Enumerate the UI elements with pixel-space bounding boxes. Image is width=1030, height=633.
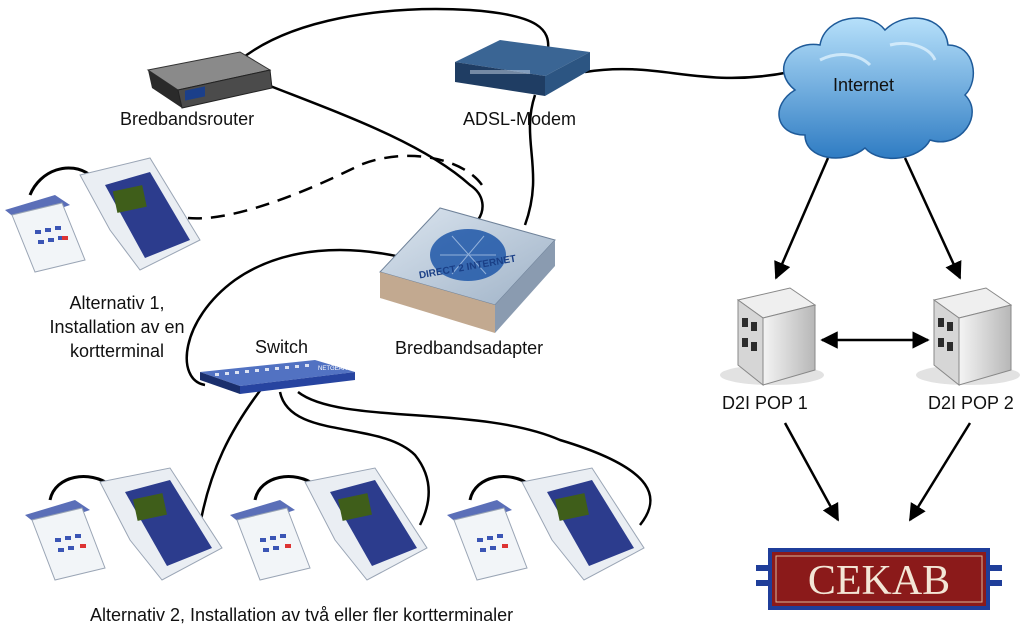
cord-alt1 xyxy=(28,166,91,196)
label-pop2: D2I POP 2 xyxy=(928,393,1014,413)
modem-icon xyxy=(455,40,590,96)
label-alt1-line2: Installation av en xyxy=(49,317,185,337)
cable-modem-internet xyxy=(584,67,791,80)
cord-t3 xyxy=(468,475,531,501)
label-switch: Switch xyxy=(255,337,309,357)
cable-router-modem xyxy=(239,7,550,61)
label-alt1-line1: Alternativ 1, xyxy=(69,293,165,313)
switch-ports xyxy=(215,364,309,376)
cable-router-adapter xyxy=(254,78,484,221)
cord-t1 xyxy=(48,475,111,501)
label-adapter: Bredbandsadapter xyxy=(395,338,544,358)
cable-switch-terminal1 xyxy=(198,387,263,526)
card-terminal-icon-3 xyxy=(447,467,645,581)
router-icon xyxy=(146,51,273,109)
cable-switch-terminal3 xyxy=(297,391,652,526)
arrow-internet-pop2 xyxy=(903,157,962,280)
arrow-internet-pop1 xyxy=(774,157,830,280)
cable-switch-adapter xyxy=(185,248,406,387)
label-alt2: Alternativ 2, Installation av två eller … xyxy=(90,605,514,625)
adapter-icon: DIRECT 2 INTERNET xyxy=(379,207,556,333)
label-router: Bredbandsrouter xyxy=(120,109,255,129)
label-internet: Internet xyxy=(833,75,895,95)
arrow-pop1-cekab xyxy=(783,422,840,522)
cekab-text: CEKAB xyxy=(808,558,950,604)
server-icon-pop2 xyxy=(916,287,1020,387)
label-pop1: D2I POP 1 xyxy=(722,393,808,413)
switch-icon: NETGEAR xyxy=(200,360,355,394)
cable-switch-terminal2 xyxy=(278,391,430,526)
cloud-icon xyxy=(778,17,975,160)
label-modem: ADSL-Modem xyxy=(463,109,577,129)
server-icon-pop1 xyxy=(720,287,824,387)
arrows xyxy=(774,157,972,522)
label-alt1-line3: kortterminal xyxy=(69,341,165,361)
card-terminal-icon-2 xyxy=(230,467,428,581)
card-terminal-icon-1 xyxy=(25,467,223,581)
cekab-logo: CEKAB xyxy=(756,548,1002,610)
arrow-pop2-cekab xyxy=(908,422,972,522)
cord-t2 xyxy=(253,475,316,501)
switch-brand-logo: NETGEAR xyxy=(318,366,348,372)
cable-alt1-dashed xyxy=(187,154,487,220)
cable-modem-adapter xyxy=(523,94,537,226)
card-terminal-icon-alt1 xyxy=(5,157,201,273)
